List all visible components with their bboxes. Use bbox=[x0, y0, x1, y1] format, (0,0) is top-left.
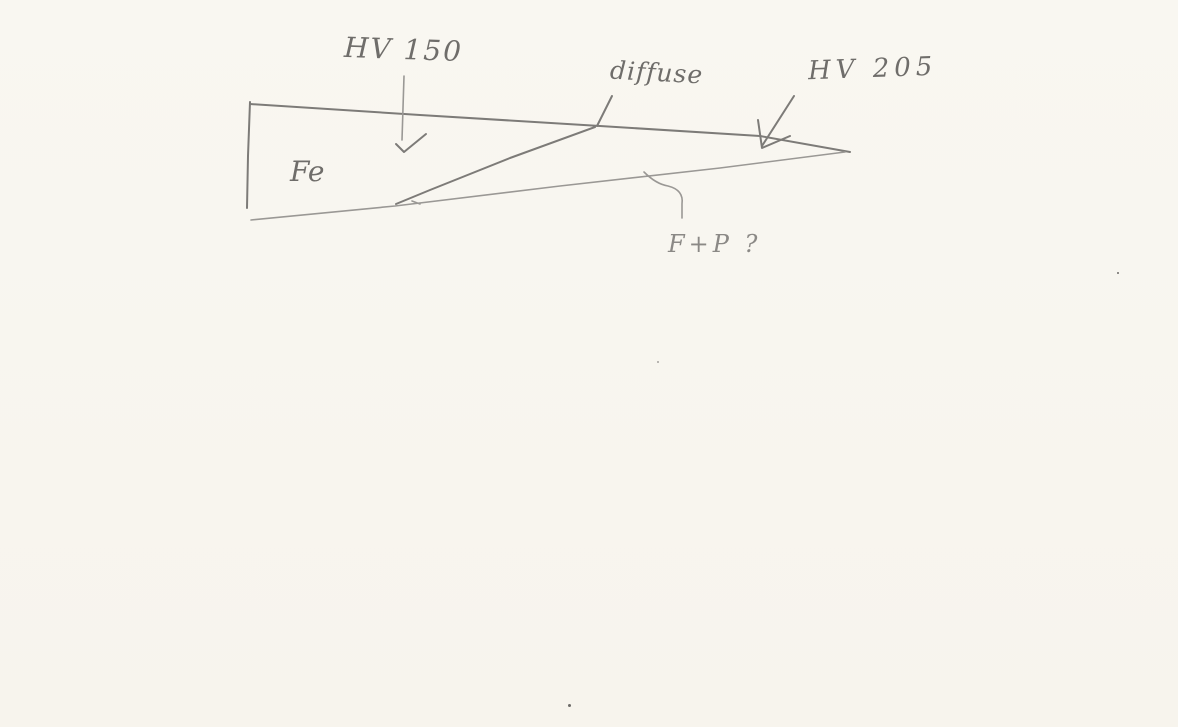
diffuse-leader-line bbox=[597, 96, 612, 126]
hv150-pointer-line bbox=[402, 76, 404, 140]
fp-zone-label: F+P ? bbox=[668, 232, 761, 256]
wedge-left-edge bbox=[247, 102, 250, 208]
hv150-check-mark bbox=[396, 134, 426, 152]
diffuse-boundary-line bbox=[396, 127, 595, 204]
paper-speck bbox=[568, 704, 571, 707]
fp-brace bbox=[644, 172, 682, 218]
fe-region-label: Fe bbox=[290, 158, 324, 186]
paper-speck bbox=[1117, 272, 1119, 274]
hv205-label: HV 205 bbox=[808, 54, 938, 84]
diffuse-label: diffuse bbox=[609, 58, 703, 88]
paper-speck bbox=[657, 361, 659, 363]
wedge-bottom-edge bbox=[251, 152, 845, 220]
hv150-label: HV 150 bbox=[344, 34, 464, 66]
